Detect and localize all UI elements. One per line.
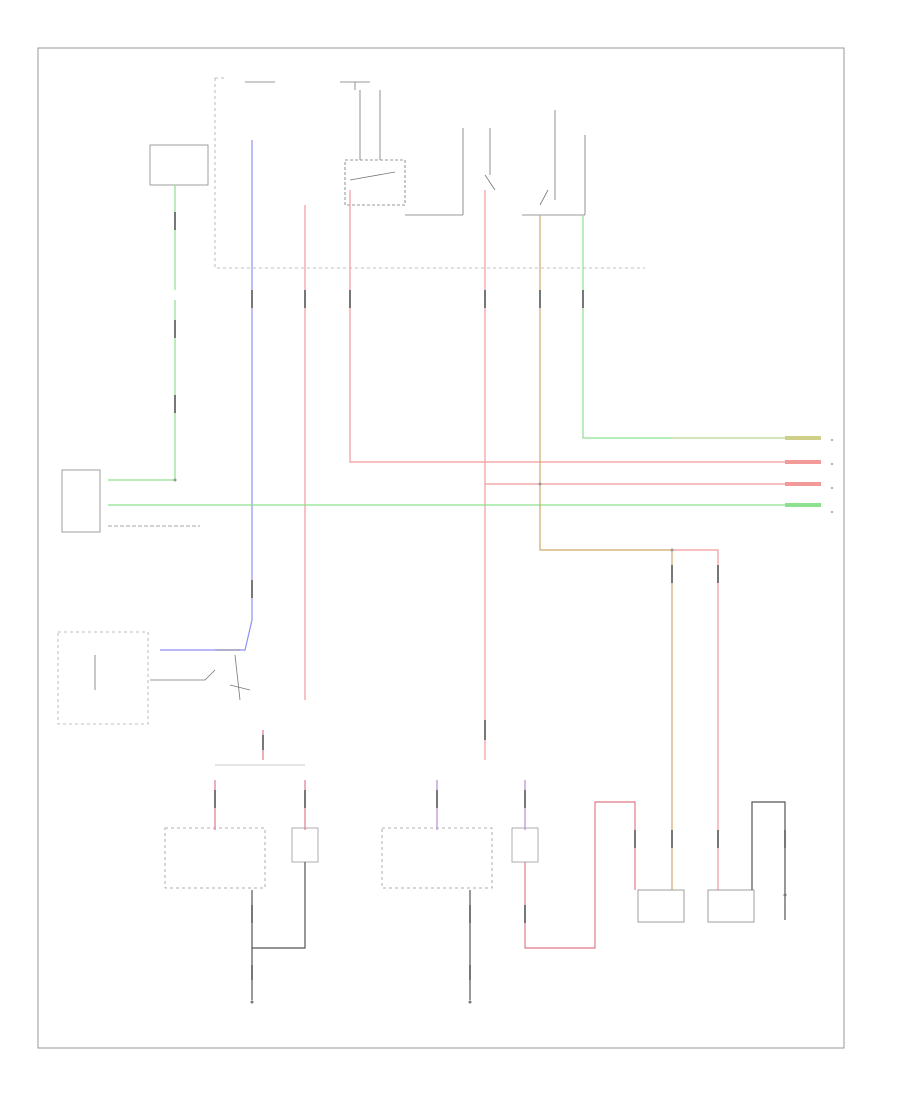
wire-brown (539, 215, 785, 890)
wire-red-lower-mid (524, 801, 636, 949)
relay-switches (245, 81, 586, 216)
wire-black-lower-left (251, 862, 306, 1000)
junction-box-outline (214, 77, 645, 269)
lamp-group-left (164, 764, 319, 889)
wire-red-2 (349, 190, 785, 463)
wire-red-3 (484, 190, 785, 760)
lamp-group-middle (381, 827, 539, 889)
splice-dots (173, 478, 674, 552)
connector-marks (174, 212, 719, 598)
connector-box-top-left (149, 144, 209, 186)
wire-violet-lower-mid (436, 780, 526, 830)
lamp-group-right (637, 889, 755, 923)
right-connectors (785, 436, 833, 513)
wire-green-left (108, 185, 176, 481)
switch-internals (94, 649, 251, 701)
module-left (61, 469, 101, 533)
wire-pink-lower-left (214, 730, 306, 830)
wire-green-right (582, 215, 785, 439)
wire-red-right (672, 549, 719, 890)
diagram-frame (37, 47, 845, 1049)
wire-black-lower-right (751, 801, 786, 920)
wire-blue (160, 140, 253, 651)
switch-box-dashed (57, 631, 149, 725)
connector-marks-lower (214, 720, 786, 980)
ground-symbols (250, 893, 787, 1004)
